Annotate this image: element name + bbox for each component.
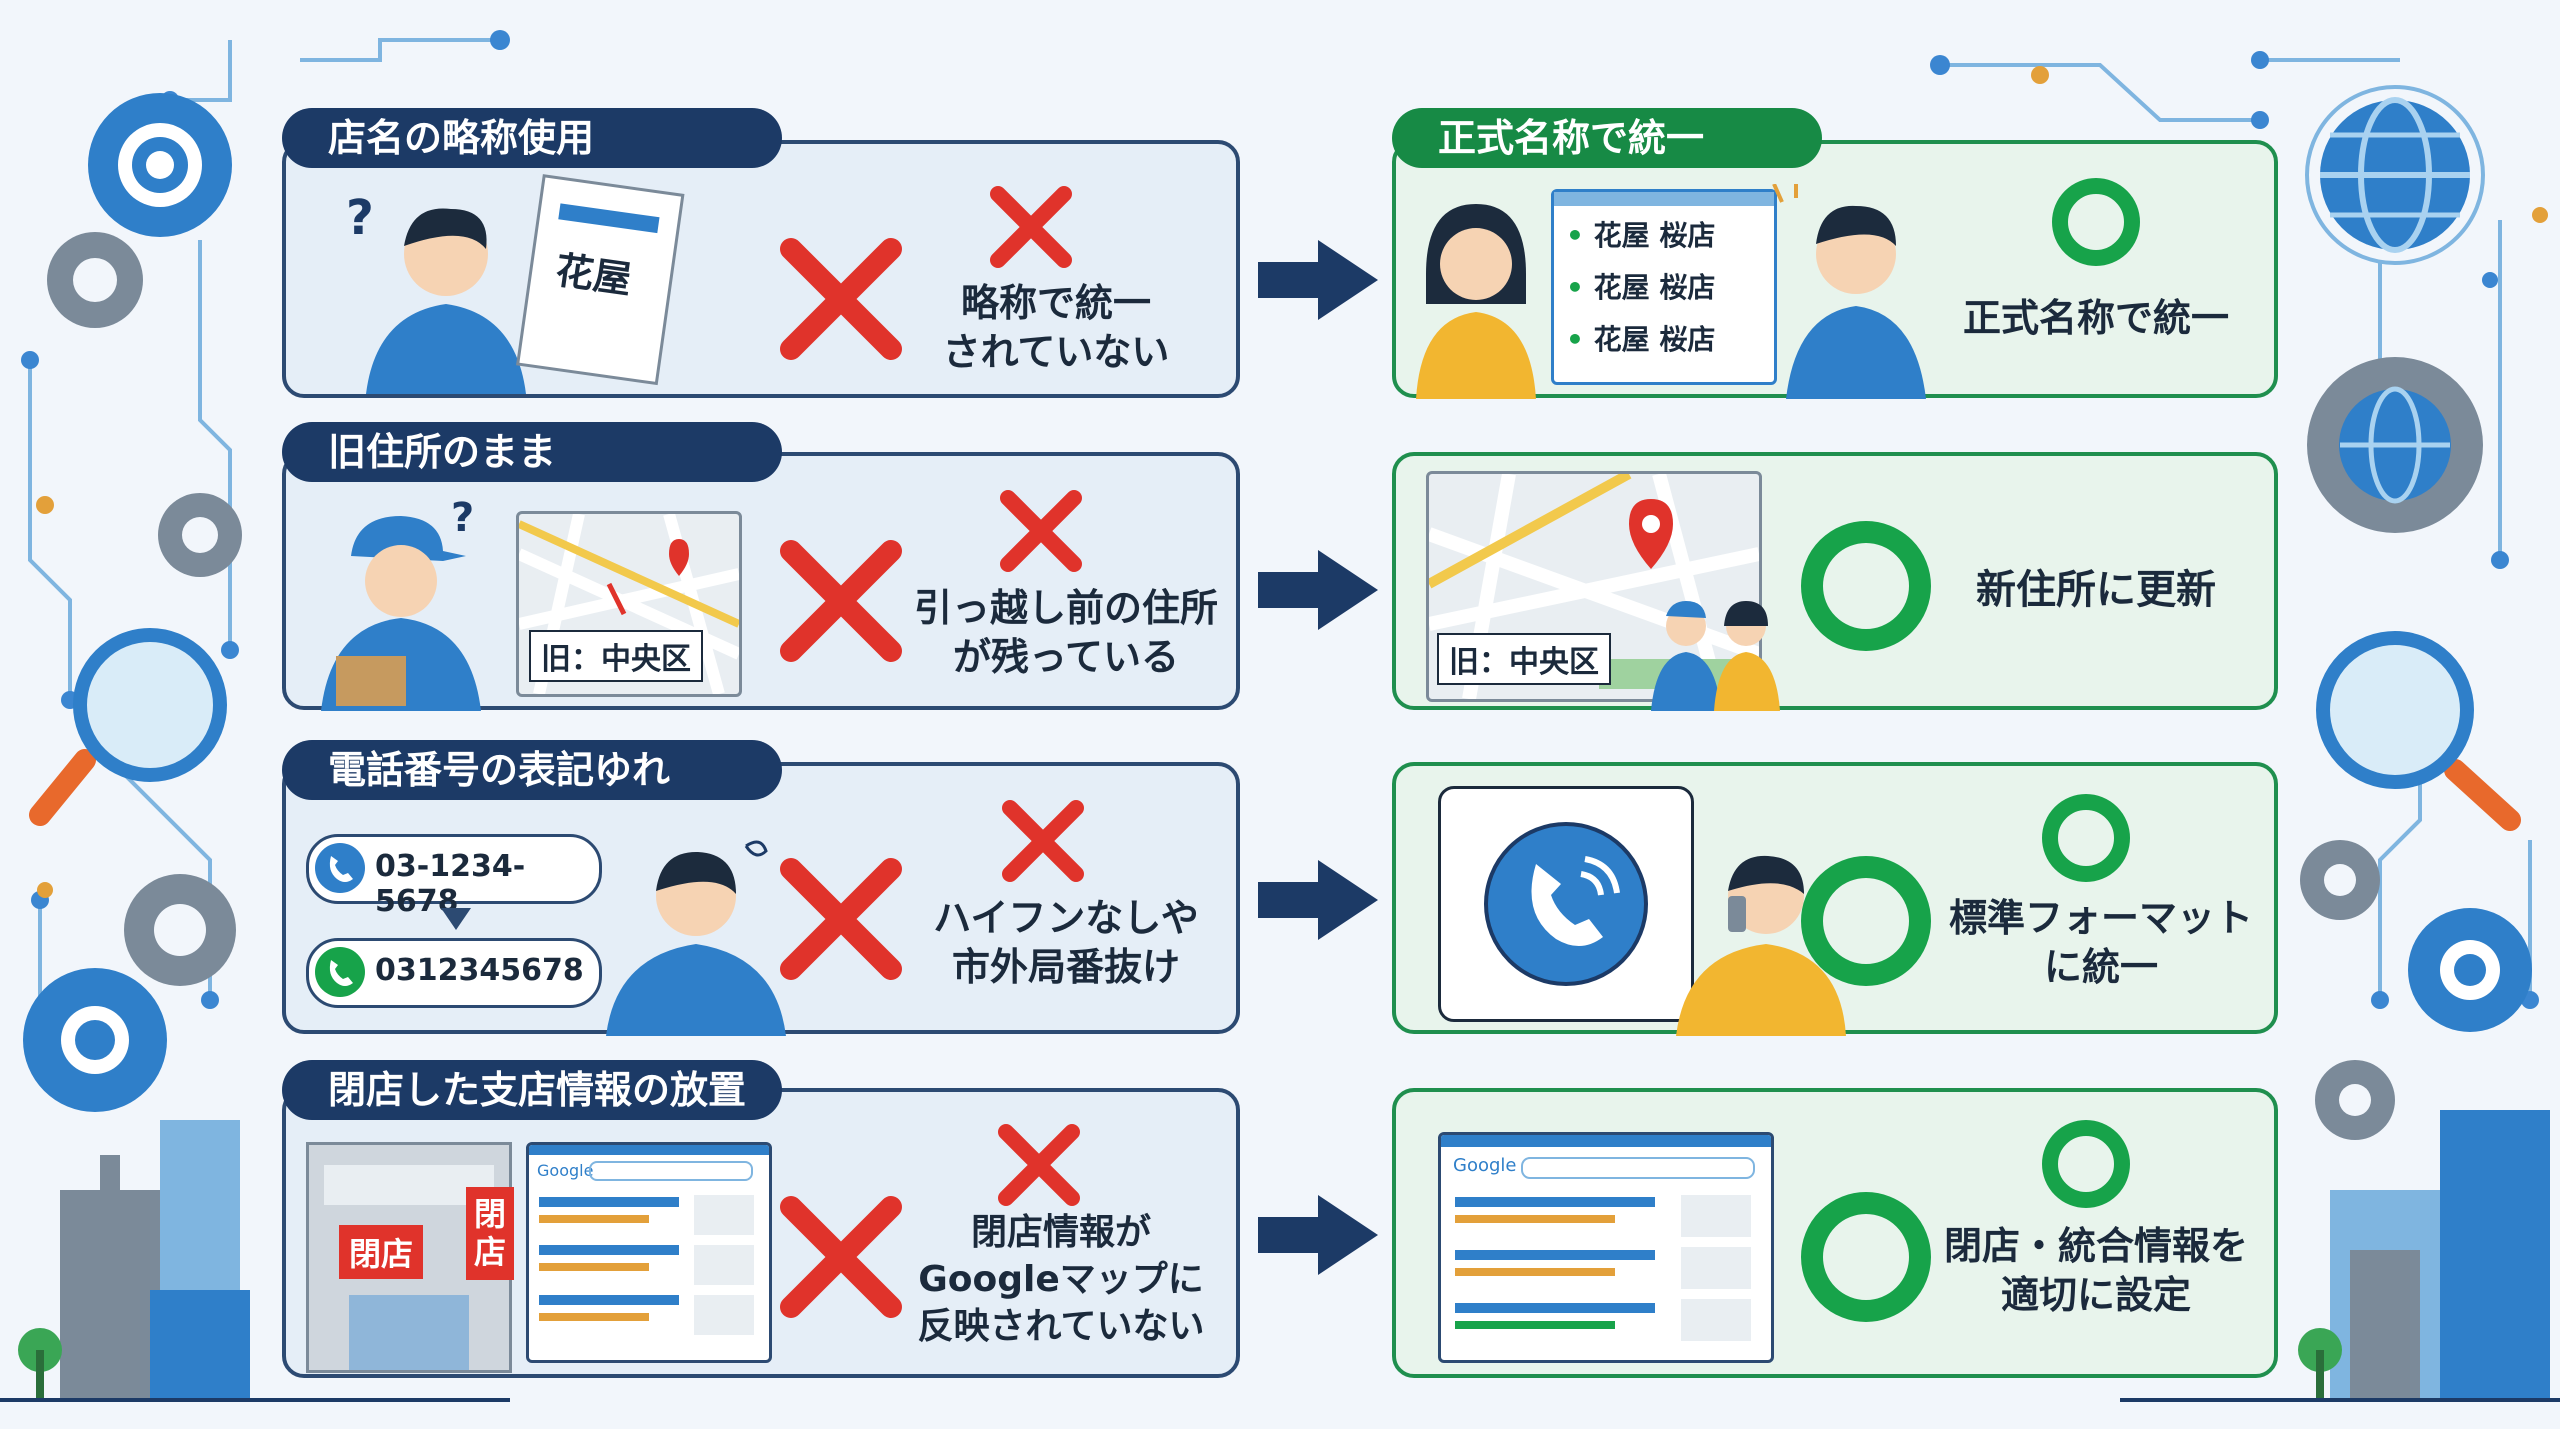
cross-icon — [780, 238, 902, 360]
phone-icon — [1484, 822, 1648, 986]
circle-ok-icon — [2042, 1120, 2130, 1208]
solution-panel-3: 標準フォーマットに統一 — [1392, 762, 2278, 1036]
solution-panel-2: 旧：中央区 新住所に更新 — [1392, 452, 2278, 711]
magnifier-icon — [29, 628, 227, 826]
gear-icon — [158, 493, 242, 577]
delivery-person-illustration: ? — [321, 495, 481, 711]
gear-icon — [2315, 1060, 2395, 1140]
confused-person-illustration: ? — [346, 174, 685, 394]
list-item: • 花屋 桜店 — [1566, 219, 1716, 252]
old-map: 旧：中央区 — [516, 511, 742, 697]
search-brand: Google — [1453, 1155, 1517, 1176]
circle-ok-icon — [1801, 1192, 1931, 1322]
solution-title-1: 正式名称で統一 — [1392, 108, 1822, 168]
problem-panel-2: ? 旧：中央区 引っ越し前の住所が残っている — [282, 452, 1240, 711]
building-icon — [2298, 1110, 2550, 1400]
cross-icon — [1002, 800, 1084, 882]
list-item: • 花屋 桜店 — [1566, 271, 1716, 304]
closed-sign-vertical: 閉店 — [466, 1187, 514, 1280]
document-label: 花屋 — [552, 247, 635, 303]
cross-icon — [998, 1124, 1080, 1206]
problem-panel-3: 03-1234-5678 0312345678 ハイフンなしや市外局番抜け — [282, 762, 1240, 1036]
globe-icon — [2305, 85, 2485, 265]
arrow-right-icon — [1258, 1195, 1378, 1275]
svg-text:?: ? — [451, 495, 474, 541]
woman-illustration — [1416, 204, 1536, 399]
problem-panel-1: ? 花屋 略称で統一されていない — [282, 140, 1240, 398]
browser-window: Google — [1438, 1132, 1774, 1363]
map-pin-icon — [1629, 499, 1673, 569]
gear-icon — [124, 874, 236, 986]
map-label: 旧：中央区 — [1437, 633, 1611, 685]
gear-icon — [47, 232, 143, 328]
problem-title-4: 閉店した支店情報の放置 — [282, 1060, 782, 1120]
solution-panel-1: • 花屋 桜店 • 花屋 桜店 • 花屋 桜店 正式名称で統一 — [1392, 140, 2278, 399]
solution-text: 新住所に更新 — [1976, 567, 2216, 613]
phone-bubble — [1438, 786, 1694, 1022]
store-name-list: • 花屋 桜店 • 花屋 桜店 • 花屋 桜店 — [1551, 189, 1777, 385]
problem-title-1: 店名の略称使用 — [282, 108, 782, 168]
search-brand: Google — [537, 1161, 594, 1180]
closed-sign: 閉店 — [339, 1225, 424, 1279]
down-arrow-icon — [441, 908, 471, 930]
solution-text: 正式名称で統一 — [1962, 296, 2229, 340]
solution-panel-4: Google 閉店・統合情報を適切に設定 — [1392, 1088, 2278, 1378]
circle-ok-icon — [1801, 521, 1931, 651]
solution-text: 標準フォーマットに統一 — [1948, 896, 2253, 990]
building-icon — [18, 1120, 250, 1400]
problem-text: 略称で統一されていない — [942, 281, 1170, 375]
couple-illustration — [1651, 601, 1780, 711]
worried-person-illustration — [606, 840, 786, 1036]
problem-text: ハイフンなしや市外局番抜け — [933, 896, 1199, 990]
problem-title-3: 電話番号の表記ゆれ — [282, 740, 782, 800]
phone-format-2: 0312345678 — [306, 938, 602, 1008]
cross-icon — [1000, 490, 1082, 572]
problem-title-2: 旧住所のまま — [282, 422, 782, 482]
list-item: • 花屋 桜店 — [1566, 323, 1716, 356]
problem-text: 引っ越し前の住所が残っている — [913, 586, 1218, 680]
solution-text: 閉店・統合情報を適切に設定 — [1943, 1224, 2248, 1318]
browser-window: Google — [526, 1142, 772, 1363]
circle-ok-icon — [1801, 856, 1931, 986]
cross-icon — [780, 1196, 902, 1318]
circle-ok-icon — [2052, 178, 2140, 266]
gear-icon — [2300, 840, 2380, 920]
gear-icon — [88, 93, 232, 237]
phone-icon — [315, 947, 365, 997]
man-illustration — [1772, 184, 1926, 399]
arrow-right-icon — [1258, 550, 1378, 630]
gear-icon — [2408, 908, 2532, 1032]
cross-icon — [990, 186, 1072, 268]
arrow-right-icon — [1258, 860, 1378, 940]
new-map: 旧：中央区 — [1426, 471, 1762, 702]
magnifier-icon — [2316, 631, 2521, 831]
cross-icon — [780, 540, 902, 662]
svg-text:?: ? — [346, 190, 374, 246]
map-pin-icon — [669, 539, 689, 576]
circle-ok-icon — [2042, 794, 2130, 882]
cross-icon — [780, 858, 902, 980]
phone-format-1: 03-1234-5678 — [306, 834, 602, 919]
gear-icon — [2307, 357, 2483, 533]
phone-icon — [315, 843, 365, 893]
arrow-right-icon — [1258, 240, 1378, 320]
person-on-phone-illustration — [1676, 855, 1846, 1036]
map-label: 旧：中央区 — [529, 630, 703, 682]
gear-icon — [23, 968, 167, 1112]
